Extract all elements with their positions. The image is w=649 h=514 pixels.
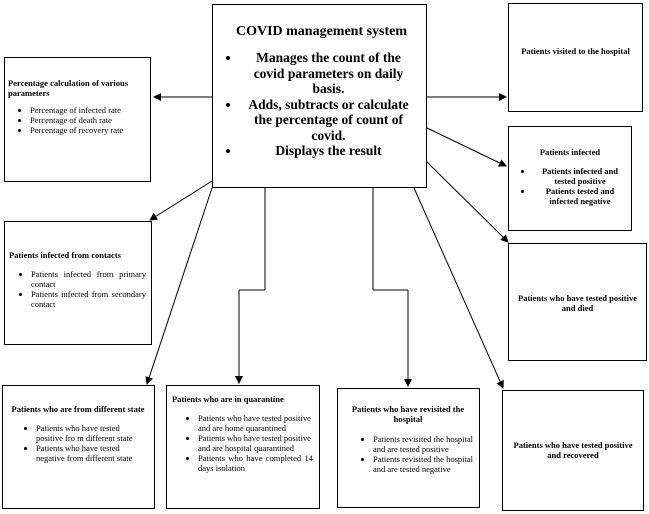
node-title: Patients who are from different state [11, 404, 145, 414]
list-item: Percentage of infected rate [30, 105, 145, 115]
node-title: COVID management system [235, 24, 408, 39]
list-item: Percentage of recovery rate [30, 125, 145, 135]
node-list: Manages the count of the covid parameter… [227, 50, 416, 159]
node-positive-and-died: Patients who have tested positive and di… [508, 243, 647, 361]
node-patients-visited: Patients visited to the hospital [508, 3, 643, 112]
edge-to-different-state [145, 187, 213, 385]
list-item: Patients who have tested positive and ar… [198, 433, 313, 453]
edge-to-contacts [149, 180, 213, 221]
list-item: Patients who have tested negative from d… [36, 443, 148, 463]
node-title: Patients who are in quarantine [172, 394, 284, 404]
list-item: Patients who have completed 14 days isol… [198, 453, 313, 473]
list-item: Patients infected and tested positive [533, 166, 627, 186]
node-list: Patients revisited the hospital and are … [343, 434, 473, 474]
list-item: Patients infected from primary contact [31, 269, 146, 289]
node-title: Patients who have revisited the hospital [351, 404, 465, 424]
list-item: Adds, subtracts or calculate the percent… [241, 97, 416, 144]
node-different-state: Patients who are from different state Pa… [2, 385, 155, 509]
edge-to-infected [426, 127, 507, 167]
edge-to-died [426, 161, 509, 243]
list-item: Displays the result [241, 143, 416, 159]
node-title: Patients who have tested positive and re… [513, 440, 633, 460]
node-positive-and-recovered: Patients who have tested positive and re… [502, 390, 644, 511]
list-item: Patients revisited the hospital and are … [373, 454, 473, 474]
node-title: Percentage calculation of various parame… [8, 78, 129, 98]
node-title: Patients visited to the hospital [521, 46, 630, 56]
node-patients-infected: Patients infected Patients infected and … [508, 126, 632, 231]
list-item: Manages the count of the covid parameter… [241, 50, 416, 97]
node-list: Patients who have tested positive and ar… [172, 413, 313, 473]
list-item: Patients who have tested positive and ar… [198, 413, 313, 433]
list-item: Patients revisited the hospital and are … [373, 434, 473, 454]
node-quarantine: Patients who are in quarantine Patients … [166, 385, 320, 509]
node-revisited-hospital: Patients who have revisited the hospital… [337, 388, 480, 508]
node-percentage-calculation: Percentage calculation of various parame… [4, 57, 151, 182]
node-title: Patients who have tested positive and di… [518, 293, 637, 313]
node-infected-from-contacts: Patients infected from contacts Patients… [4, 221, 152, 345]
node-list: Patients infected from primary contact P… [9, 269, 146, 309]
list-item: Patients who have tested positive fro m … [36, 423, 148, 443]
node-covid-management-system: COVID management system Manages the coun… [212, 4, 427, 188]
edge-to-recovered [413, 187, 504, 389]
node-list: Patients infected and tested positive Pa… [513, 166, 627, 206]
node-list: Percentage of infected rate Percentage o… [8, 105, 145, 135]
node-title: Patients infected from contacts [9, 250, 121, 260]
list-item: Patients tested and infected negative [533, 186, 627, 206]
list-item: Percentage of death rate [30, 115, 145, 125]
node-title: Patients infected [539, 147, 601, 157]
node-list: Patients who have tested positive fro m … [8, 423, 148, 463]
list-item: Patients infected from secondary contact [31, 289, 146, 309]
